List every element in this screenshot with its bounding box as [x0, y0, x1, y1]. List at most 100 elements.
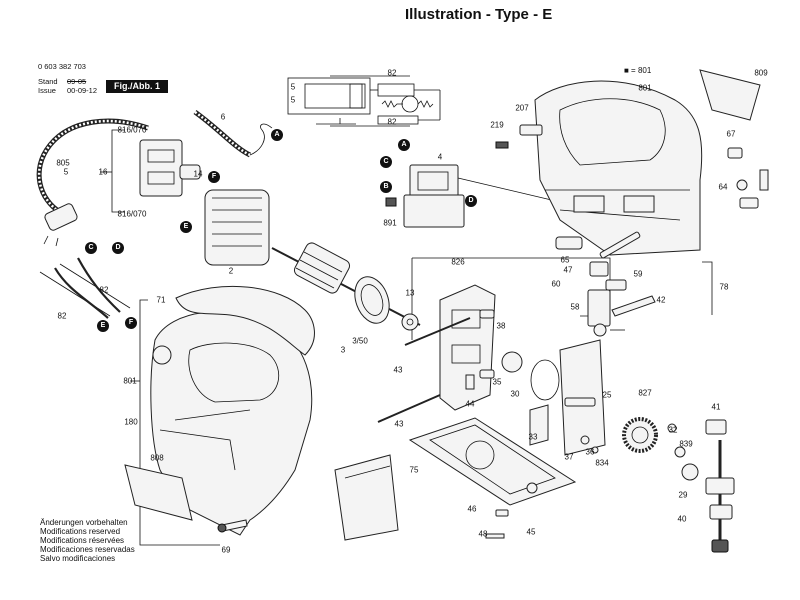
disclaimer-line: Modifications réservées: [40, 536, 125, 545]
callout-37: 37: [564, 452, 574, 462]
brush-holder: [139, 139, 201, 197]
stator: [204, 189, 270, 266]
marker-d: D: [112, 242, 124, 254]
callout-13: 13: [405, 288, 415, 298]
callout-41: 41: [711, 402, 721, 412]
handle-cover: [175, 285, 315, 356]
callout-45: 45: [526, 527, 536, 537]
callout-16: 16: [98, 167, 108, 177]
callout-834: 834: [595, 458, 609, 468]
callout-71: 71: [156, 295, 166, 305]
armature: [271, 242, 421, 331]
disclaimer: Änderungen vorbehalten Modifications res…: [40, 518, 135, 563]
callout-219: 219: [490, 120, 504, 130]
plunger: [705, 419, 735, 553]
callout-67: 67: [726, 129, 736, 139]
marker-f: F: [125, 317, 137, 329]
callout-43: 43: [393, 365, 403, 375]
marker-a: A: [271, 129, 283, 141]
callout-826: 826: [451, 257, 465, 267]
marker-f: F: [208, 171, 220, 183]
marker-e: E: [180, 221, 192, 233]
callout-64: 64: [718, 182, 728, 192]
callout-2: 2: [228, 266, 234, 276]
callout-44: 44: [465, 399, 475, 409]
screw: [217, 519, 248, 533]
motor-housing: [534, 80, 703, 256]
marker-a: A: [398, 139, 410, 151]
callout-33: 33: [528, 432, 538, 442]
callout-69: 69: [221, 545, 231, 555]
callout-36: 36: [585, 447, 595, 457]
page-title: Illustration - Type - E: [405, 6, 553, 23]
callout-65: 65: [560, 255, 570, 265]
chip-guard: [334, 454, 399, 541]
marker-d: D: [465, 195, 477, 207]
stand-value: 09-05: [67, 77, 87, 86]
callout-47: 47: [563, 265, 573, 275]
housing-small-parts: [495, 69, 769, 337]
disclaimer-line: Salvo modificaciones: [40, 554, 116, 563]
callout-180: 180: [124, 417, 138, 427]
callout-46: 46: [467, 504, 477, 514]
legend-note: ■ = 801: [624, 66, 652, 75]
marker-e: E: [97, 320, 109, 332]
callout-827: 827: [638, 388, 652, 398]
callout-5: 5: [290, 82, 296, 92]
callout-801: 801: [123, 376, 137, 386]
callout-75: 75: [409, 465, 419, 475]
disclaimer-line: Modificaciones reservadas: [40, 545, 135, 554]
connector-leads: [54, 257, 121, 319]
callout-6: 6: [220, 112, 226, 122]
callout-82: 82: [57, 311, 67, 321]
callout-58: 58: [570, 302, 580, 312]
issue-value: 00-09-12: [67, 86, 98, 95]
callout-809: 809: [754, 68, 768, 78]
callout-82: 82: [99, 285, 109, 295]
callout-4: 4: [437, 152, 443, 162]
callout-801: 801: [638, 83, 652, 93]
side-cover: [124, 464, 193, 521]
marker-c: C: [85, 242, 97, 254]
callout-816-070: 816/070: [117, 209, 147, 219]
callout-35: 35: [492, 377, 502, 387]
marker-b: B: [380, 181, 392, 193]
issue-label: Issue: [38, 86, 56, 95]
disclaimer-line: Änderungen vorbehalten: [40, 518, 128, 527]
callout-3: 3: [340, 345, 346, 355]
callout-60: 60: [551, 279, 561, 289]
callout-5: 5: [63, 167, 69, 177]
left-housing-half: [150, 311, 313, 536]
callout-816-070: 816/070: [117, 125, 147, 135]
callout-839: 839: [679, 439, 693, 449]
guide-plate-assembly: [377, 284, 606, 456]
wiring-schematic: [287, 75, 441, 127]
callout-30: 30: [510, 389, 520, 399]
callout-82: 82: [387, 117, 397, 127]
callout-43: 43: [394, 419, 404, 429]
callout-59: 59: [633, 269, 643, 279]
callout-3-50: 3/50: [352, 336, 368, 346]
callout-40: 40: [677, 514, 687, 524]
base-plate: [408, 417, 577, 539]
callout-14: 14: [193, 169, 203, 179]
callout-78: 78: [719, 282, 729, 292]
gear-wheel: [622, 417, 699, 481]
callout-48: 48: [478, 529, 488, 539]
figure-label: Fig./Abb. 1: [106, 80, 168, 93]
disclaimer-line: Modifications reserved: [40, 527, 121, 536]
stand-label: Stand: [38, 77, 58, 86]
callout-38: 38: [496, 321, 506, 331]
marker-c: C: [380, 156, 392, 168]
callout-808: 808: [150, 453, 164, 463]
callout-805: 805: [56, 158, 70, 168]
power-cord: [36, 118, 149, 247]
callout-29: 29: [678, 490, 688, 500]
callout-207: 207: [515, 103, 529, 113]
callout-82: 82: [387, 68, 397, 78]
callout-891: 891: [383, 218, 397, 228]
callout-5: 5: [290, 95, 296, 105]
callout-32: 32: [668, 425, 678, 435]
